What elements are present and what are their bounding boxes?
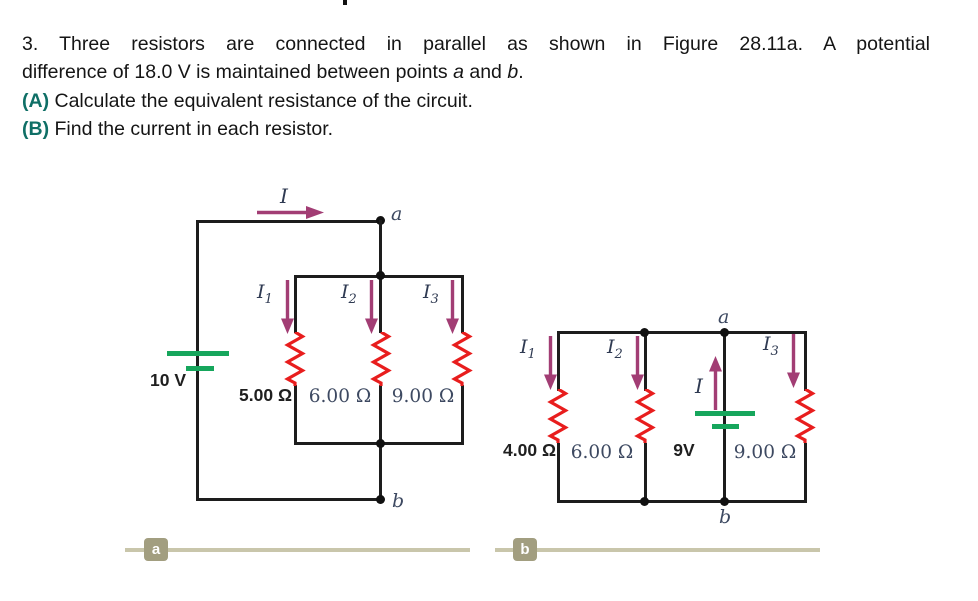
wire (557, 500, 807, 503)
panel-marker-a-box: a (144, 538, 168, 561)
battery-short-plate (712, 424, 739, 429)
current-arrow-i2 (365, 280, 378, 334)
resistor-4ohm (547, 389, 569, 443)
resistor-value-5ohm: 5.00 Ω (239, 385, 292, 405)
current-arrow-i1 (281, 280, 294, 334)
wire (196, 220, 383, 223)
node-a-dot (720, 328, 729, 337)
resistor-value-4ohm: 4.00 Ω (503, 440, 556, 460)
node-b-dot (376, 495, 385, 504)
panel-marker-b-box: b (513, 538, 537, 561)
wire (804, 331, 807, 391)
current-label-main: I (280, 184, 288, 208)
current-base: I (257, 281, 265, 303)
current-base: I (341, 281, 349, 303)
wire (461, 385, 464, 445)
current-sub: 2 (348, 291, 357, 307)
current-label-i1: I1 (520, 336, 536, 361)
node-b-dot (720, 497, 729, 506)
panel-marker-line (495, 548, 820, 552)
resistor-value-9ohm: 9.00 Ω (391, 386, 455, 407)
point-b-var: b (507, 61, 519, 83)
problem-line-2-and: and (463, 61, 508, 83)
panel-marker-line (125, 548, 470, 552)
wire (461, 275, 464, 333)
resistor-9ohm (451, 332, 473, 386)
current-sub: 3 (770, 343, 779, 359)
resistor-value-6ohm: 6.00 Ω (570, 442, 634, 463)
junction-dot (640, 328, 649, 337)
node-b-label: b (719, 506, 732, 528)
resistor-9ohm (794, 389, 816, 443)
part-b-text: Find the current in each resistor. (49, 118, 334, 140)
part-b-label: (B) (22, 118, 50, 140)
current-label-i1: I1 (257, 281, 273, 306)
battery-short-plate (186, 366, 214, 371)
problem-part-a: (A) Calculate the equivalent resistance … (22, 87, 930, 115)
current-arrow-i3 (787, 334, 800, 388)
junction-dot (376, 439, 385, 448)
junction-dot (376, 271, 385, 280)
current-label-i3: I3 (423, 281, 439, 306)
problem-line-2-text: difference of 18.0 V is maintained betwe… (22, 61, 454, 83)
battery-long-plate (167, 351, 229, 356)
wire (196, 498, 383, 501)
node-a-label: a (718, 306, 730, 328)
battery-long-plate (695, 411, 755, 416)
cropped-text-artifact (343, 0, 347, 5)
current-sub: 2 (614, 346, 623, 362)
resistor-value-9ohm: 9.00 Ω (733, 442, 797, 463)
current-arrow-i2 (631, 336, 644, 390)
wire (644, 443, 647, 503)
resistor-5ohm (284, 332, 306, 386)
current-base: I (763, 333, 771, 355)
wire (557, 443, 560, 503)
current-sub: 1 (527, 346, 536, 362)
problem-line-2-period: . (518, 61, 524, 83)
resistor-6ohm (634, 389, 656, 443)
part-a-text: Calculate the equivalent resistance of t… (49, 90, 473, 112)
current-arrow-i3 (446, 280, 459, 334)
current-label-main: I (695, 374, 703, 398)
junction-dot (640, 497, 649, 506)
wire (557, 331, 807, 334)
problem-part-b: (B) Find the current in each resistor. (22, 115, 930, 143)
wire (294, 385, 297, 445)
current-sub: 1 (264, 291, 273, 307)
point-a-var: a (453, 61, 464, 83)
current-arrow-i1 (544, 336, 557, 390)
current-label-i2: I2 (341, 281, 357, 306)
problem-line-2: difference of 18.0 V is maintained betwe… (22, 58, 930, 86)
problem-line-1-text: 3. Three resistors are connected in para… (22, 33, 930, 55)
current-arrow-main (709, 356, 722, 410)
wire (723, 331, 726, 503)
node-a-label: a (391, 203, 403, 225)
resistor-value-6ohm: 6.00 Ω (308, 386, 372, 407)
current-sub: 3 (430, 291, 439, 307)
node-b-label: b (392, 490, 405, 512)
wire (644, 331, 647, 391)
wire (557, 331, 560, 391)
current-base: I (607, 336, 615, 358)
current-base: I (520, 336, 528, 358)
current-arrow-main (257, 206, 324, 219)
battery-voltage-label: 9V (673, 440, 695, 460)
current-base: I (423, 281, 431, 303)
current-label-i3: I3 (763, 333, 779, 358)
current-label-i2: I2 (607, 336, 623, 361)
wire (196, 221, 199, 501)
part-a-label: (A) (22, 90, 50, 112)
wire (804, 443, 807, 503)
problem-line-1: 3. Three resistors are connected in para… (22, 30, 930, 58)
resistor-6ohm (370, 332, 392, 386)
wire (294, 275, 297, 333)
battery-voltage-label: 10 V (150, 370, 186, 390)
